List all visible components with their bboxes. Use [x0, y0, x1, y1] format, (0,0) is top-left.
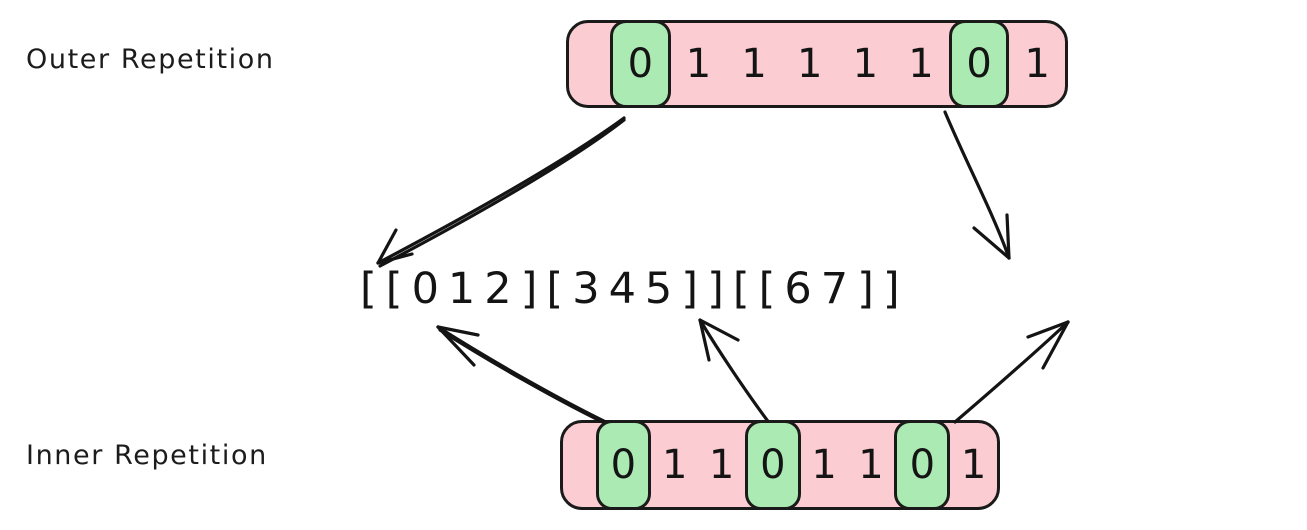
arrow-inner-zero-1-to-open-bracket-1	[436, 325, 617, 430]
inner-cell-1[interactable]: 1	[661, 442, 688, 488]
nested-token-17: ]	[882, 264, 909, 314]
nested-token-2: 0	[411, 264, 448, 314]
outer-cell-6[interactable]: 0	[948, 20, 1010, 108]
nested-token-16: ]	[857, 264, 883, 314]
nested-token-10: ]	[681, 264, 708, 314]
arrow-outer-zero-2-to-open-bracket-12	[943, 110, 1011, 260]
nested-token-3: 1	[447, 264, 485, 314]
inner-cell-5[interactable]: 1	[858, 442, 884, 488]
bar-left-padding	[563, 423, 596, 507]
nested-token-8: 4	[608, 264, 645, 314]
outer-cell-0[interactable]: 0	[609, 20, 671, 108]
outer-cell-3[interactable]: 1	[796, 41, 823, 87]
outer-cell-2[interactable]: 1	[741, 41, 767, 87]
nested-token-14: 6	[784, 264, 821, 314]
arrow-inner-zero-3-to-open-bracket-13	[953, 320, 1070, 424]
nested-token-5: ]	[520, 264, 547, 314]
outer-repetition-bar: 0 1 1 1 1 1 0 1	[566, 20, 1068, 108]
inner-cell-2[interactable]: 1	[708, 442, 735, 488]
inner-cell-0[interactable]: 0	[595, 420, 652, 510]
arrow-inner-zero-2-to-open-bracket-6	[698, 318, 772, 426]
nested-token-6: [	[546, 264, 573, 314]
nested-token-4: 2	[484, 264, 521, 314]
outer-repetition-label: Outer Repetition	[26, 44, 275, 75]
bar-left-padding	[569, 23, 610, 105]
inner-cell-6[interactable]: 0	[894, 420, 951, 510]
inner-cell-7[interactable]: 1	[960, 442, 987, 488]
arrow-outer-zero-1-to-open-bracket-0	[376, 116, 626, 268]
inner-repetition-bar: 0 1 1 0 1 1 0 1	[560, 420, 1000, 510]
nested-token-13: [	[758, 264, 785, 314]
nested-token-0: [	[360, 264, 386, 314]
nested-token-12: [	[732, 264, 759, 314]
nested-token-9: 5	[644, 264, 682, 314]
nested-list-expression: [ [ 0 1 2 ] [ 3 4 5 ] ] [ [ 6 7 ] ]	[360, 258, 909, 320]
nested-token-1: [	[385, 264, 412, 314]
nested-token-7: 3	[572, 264, 609, 314]
outer-cell-1[interactable]: 1	[685, 41, 712, 87]
outer-cell-5[interactable]: 1	[908, 41, 934, 87]
outer-cell-7[interactable]: 1	[1024, 41, 1050, 87]
nested-token-15: 7	[820, 264, 858, 314]
inner-cell-4[interactable]: 1	[811, 442, 837, 488]
nested-token-11: ]	[707, 264, 733, 314]
inner-repetition-label: Inner Repetition	[26, 440, 268, 471]
outer-cell-4[interactable]: 1	[852, 41, 879, 87]
inner-cell-3[interactable]: 0	[744, 420, 801, 510]
